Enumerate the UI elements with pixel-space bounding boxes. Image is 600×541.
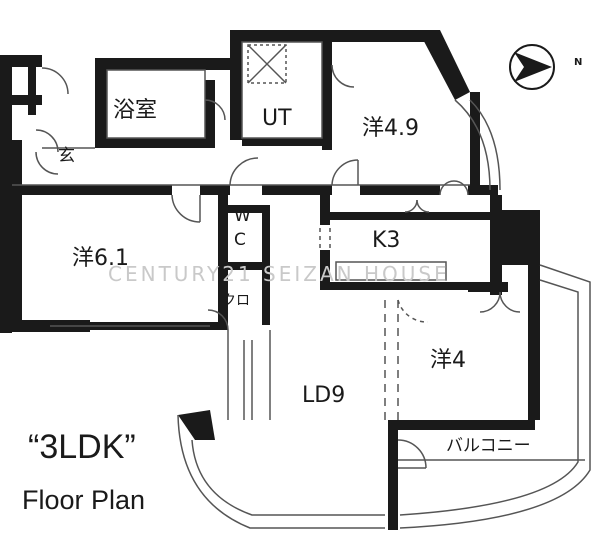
room-label-western-4-9: 洋4.9 — [362, 116, 419, 141]
room-label-western-6-1: 洋6.1 — [72, 246, 129, 271]
room-label-kitchen: K3 — [372, 228, 401, 253]
room-label-bath: 浴室 — [113, 98, 158, 123]
compass-label: N — [574, 57, 583, 68]
room-label-western-4: 洋4 — [430, 348, 466, 373]
room-label-closet: クロ — [222, 293, 250, 309]
room-label-balcony: バルコニー — [446, 436, 531, 456]
layout-subtitle: Floor Plan — [22, 485, 146, 515]
fixtures — [12, 41, 591, 529]
walls — [0, 30, 540, 530]
room-label-living-dining: LD9 — [302, 383, 346, 408]
room-label-utility: UT — [262, 106, 292, 131]
room-label-wc-bottom: C — [234, 230, 246, 250]
room-label-wc-top: W — [234, 206, 251, 226]
room-label-entrance: 玄 — [58, 146, 75, 166]
layout-title: “3LDK” — [28, 428, 136, 466]
compass-icon — [509, 44, 555, 90]
watermark: CENTURY21 SEIZAN HOUSE — [108, 262, 450, 286]
